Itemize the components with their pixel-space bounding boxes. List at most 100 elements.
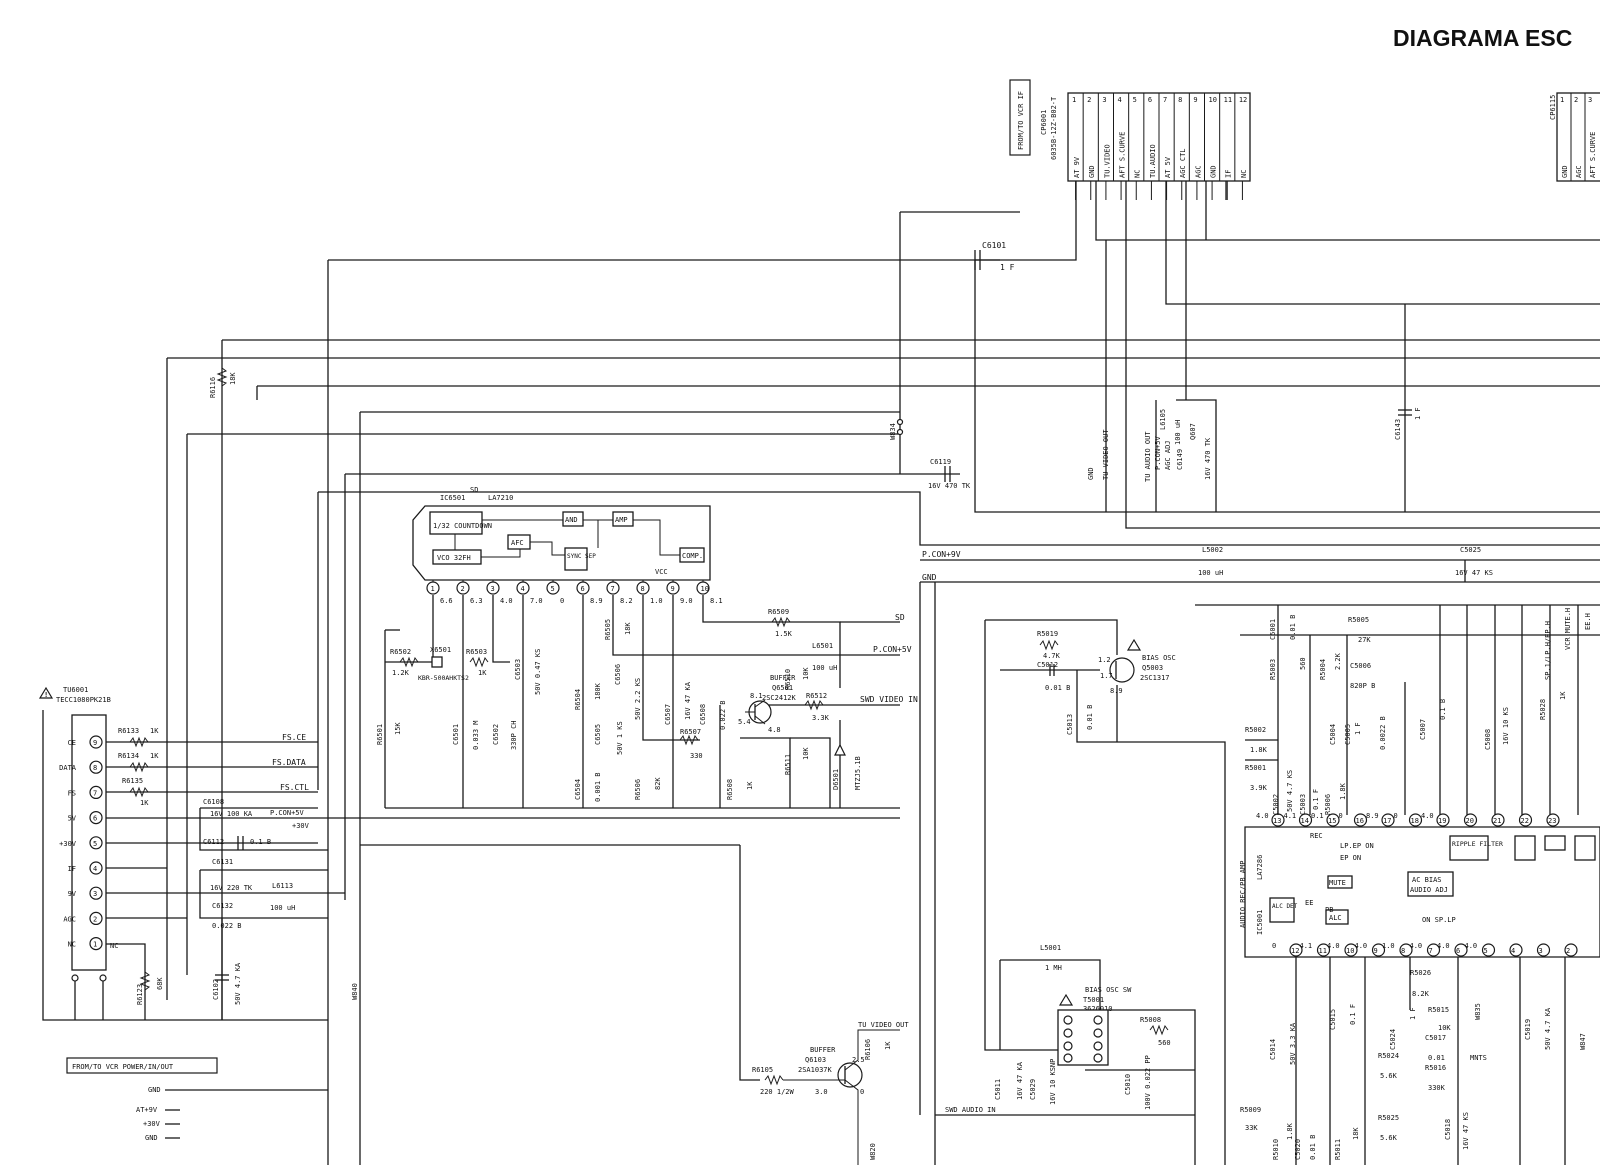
ic5001-top-pin-circle bbox=[1408, 813, 1423, 827]
ic6501-pin-voltage: 9.0 bbox=[680, 597, 693, 605]
r6502-ref: R6502 bbox=[390, 648, 411, 656]
net-tu-audio-out: TU AUDIO OUT bbox=[1144, 431, 1152, 482]
tuner-pin-label: +30V bbox=[59, 840, 77, 848]
r5006-ref: R5006 bbox=[1324, 794, 1332, 815]
x6501-value: KBR-500AHKTS2 bbox=[418, 674, 469, 682]
r5008-ref: R5008 bbox=[1140, 1016, 1161, 1024]
ic5001-bottom-pin-circle bbox=[1536, 943, 1551, 957]
tuner-pin-circle bbox=[89, 936, 103, 951]
w820-label: W820 bbox=[869, 1143, 877, 1160]
c5004-value: 1 F bbox=[1354, 722, 1362, 735]
ic5001-top-pin-voltage: 4.0 bbox=[1421, 812, 1434, 820]
l5002-value: 100 uH bbox=[1198, 569, 1223, 577]
cp6001-pin-number: 12 bbox=[1239, 96, 1247, 104]
ic5001-top-pin-number: 14 bbox=[1301, 817, 1309, 825]
cp6001-pin-label: IF bbox=[1225, 170, 1233, 178]
c5007-value: 0.1 B bbox=[1439, 699, 1447, 720]
net-swd-video-in: SWD VIDEO IN bbox=[860, 695, 918, 704]
r6506-ref: R6506 bbox=[634, 779, 642, 800]
c5013-ref: C5013 bbox=[1066, 714, 1074, 735]
r6507-ref: R6507 bbox=[680, 728, 701, 736]
c5008-ref: C5008 bbox=[1484, 729, 1492, 750]
r6507-value: 330 bbox=[690, 752, 703, 760]
cp6001-pin-number: 6 bbox=[1148, 96, 1152, 104]
c5010-value: 100V 0.022 PP bbox=[1144, 1055, 1152, 1110]
r6506-value: 82K bbox=[654, 777, 662, 790]
c5029-ref: C5029 bbox=[1029, 1079, 1037, 1100]
t5001-role: BIAS OSC SW bbox=[1085, 986, 1132, 994]
c6508-value: 0.022 B bbox=[719, 700, 727, 730]
l6105-ref: L6105 bbox=[1159, 409, 1167, 430]
block-audio-adj: AUDIO ADJ bbox=[1410, 886, 1448, 894]
r6501-ref: R6501 bbox=[376, 724, 384, 745]
r5001-value: 3.9K bbox=[1250, 784, 1268, 792]
l6501-value: 100 uH bbox=[812, 664, 837, 672]
block-vcc: VCC bbox=[655, 568, 668, 576]
c6502-value: 330P CH bbox=[510, 720, 518, 750]
r6135-ref: R6135 bbox=[122, 777, 143, 785]
c5017-ref: C5017 bbox=[1425, 1034, 1446, 1042]
ic5001-top-pin-voltage: 0 bbox=[1339, 812, 1343, 820]
tuner-pin-number: 4 bbox=[93, 865, 97, 873]
ic6501-pin-voltage: 8.9 bbox=[590, 597, 603, 605]
block-sync-sep: SYNC SEP bbox=[567, 553, 596, 560]
vertical-net-labels: GND TU VIDEO OUT TU AUDIO OUT P.CON+5V A… bbox=[1087, 409, 1212, 482]
r5025-ref: R5025 bbox=[1378, 1114, 1399, 1122]
page-title: DIAGRAMA ESC bbox=[1393, 25, 1572, 51]
section-label-vcr-power: FROM/TO VCR POWER/IN/OUT bbox=[72, 1063, 174, 1071]
c5008-value: 16V 10 KS bbox=[1502, 707, 1510, 745]
r5025-value: 5.6K bbox=[1380, 1134, 1398, 1142]
ic6501-pin-voltage: 0 bbox=[560, 597, 564, 605]
q6103-v2: 3.0 bbox=[815, 1088, 828, 1096]
c6508-ref: C6508 bbox=[699, 704, 707, 725]
c6143-value: 1 F bbox=[1414, 407, 1422, 420]
ic5001-top-pin-voltage: 0.1 bbox=[1311, 812, 1324, 820]
r6504-ref: R6504 bbox=[574, 689, 582, 710]
ic5001-desc: AUDIO REC/PB AMP bbox=[1239, 861, 1247, 928]
ic5001-top-pin-number: 18 bbox=[1411, 817, 1419, 825]
block-lp-ep: LP.EP ON bbox=[1340, 842, 1374, 850]
tuner-pin-number: 5 bbox=[93, 840, 97, 848]
net-q607: Q607 bbox=[1189, 423, 1197, 440]
power-pin-gnd2: GND bbox=[145, 1134, 158, 1142]
q6103-part: 2SA1037K bbox=[798, 1066, 833, 1074]
ic6501-part: LA7210 bbox=[488, 494, 513, 502]
r6134-value: 1K bbox=[150, 752, 159, 760]
net-plus30v: +30V bbox=[292, 822, 310, 830]
capacitor-c6143: C6143 1 F bbox=[1394, 407, 1422, 440]
ic6501-body bbox=[412, 505, 711, 581]
tuner-pin-circle bbox=[89, 785, 103, 800]
ic5001-top-pin-voltage: 4.1 bbox=[1284, 812, 1297, 820]
connector-cp6001: FROM/TO VCR IF CP6001 6035B-12Z-B02-T 1A… bbox=[1009, 79, 1251, 200]
l6105-value: 100 uH bbox=[1174, 420, 1182, 445]
c5013-value: 0.01 B bbox=[1086, 705, 1094, 730]
q6501-role: BUFFER bbox=[770, 674, 796, 682]
block-alc-det: ALC DET bbox=[1272, 903, 1298, 910]
cp6115-ref: CP6115 bbox=[1549, 95, 1557, 120]
cp6001-pin-number: 7 bbox=[1163, 96, 1167, 104]
cp6001-pin-label: AFT S.CURVE bbox=[1119, 132, 1127, 178]
r5024-ref: R5024 bbox=[1378, 1052, 1399, 1060]
r6123-ref: R6123 bbox=[136, 984, 144, 1005]
cp6001-pin-label: AT 5V bbox=[1164, 156, 1172, 178]
c5018-ref: C5018 bbox=[1444, 1119, 1452, 1140]
c6504-value: 0.001 B bbox=[594, 772, 602, 802]
ic5001-top-pin-circle bbox=[1326, 813, 1340, 827]
c6131-ref: C6131 bbox=[212, 858, 233, 866]
cp6001-pin-label: TU.AUDIO bbox=[1149, 144, 1157, 178]
d6501-ref: D6501 bbox=[832, 769, 840, 790]
r6135-value: 1K bbox=[140, 799, 149, 807]
tuner-tu6001: ! TU6001 TECC1080PK21B 9CE8DATA7FS65V5+3… bbox=[38, 686, 328, 1021]
ic5001-bottom-pin-number: 8 bbox=[1401, 947, 1405, 955]
r6106-value: 1K bbox=[884, 1041, 892, 1050]
r6133-ref: R6133 bbox=[118, 727, 139, 735]
r6510-ref: R6510 bbox=[784, 669, 792, 690]
q6103-v1: 2.5 bbox=[852, 1056, 865, 1064]
transistor-q6501: BUFFER Q6501 2SC2412K 8.1 5.4 4.8 bbox=[738, 674, 797, 734]
r5019-ref: R5019 bbox=[1037, 630, 1058, 638]
ic5001-bottom-pin-circle bbox=[1399, 943, 1413, 957]
